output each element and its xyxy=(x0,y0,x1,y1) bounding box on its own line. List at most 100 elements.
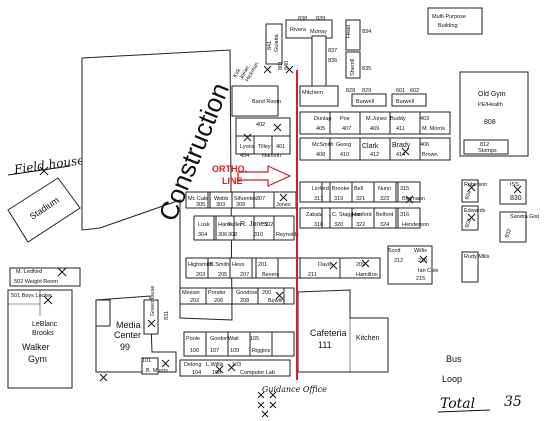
room-label: Buddy xyxy=(390,116,406,122)
x-mark xyxy=(147,319,156,328)
room-label: 304 xyxy=(198,232,207,238)
room-label: Hamilton xyxy=(356,272,378,278)
x-mark xyxy=(243,133,252,142)
room-box xyxy=(299,181,323,203)
room-label: C. Staggers xyxy=(332,212,361,218)
room-label: Brown xyxy=(422,152,438,158)
x-mark xyxy=(161,359,170,368)
room-label: Delong xyxy=(184,362,201,368)
guidance-office-label: Guidance Office xyxy=(262,385,327,394)
room-label: Hanford xyxy=(352,212,372,218)
m-ledford-label: M. Ledford xyxy=(16,269,42,275)
room-label: 212 xyxy=(394,258,403,264)
room-label: Burwell xyxy=(396,99,414,105)
room-label: 409 xyxy=(370,126,379,132)
room-label: 601 xyxy=(396,88,405,94)
room-label: 308 xyxy=(228,232,237,238)
x-mark xyxy=(405,195,414,204)
room-label: 412 xyxy=(370,152,379,158)
room-label: Bell xyxy=(354,186,363,192)
weight-room-label: 502 Weight Room xyxy=(14,279,58,285)
room-box xyxy=(265,23,283,65)
room-box xyxy=(419,137,451,161)
x-mark xyxy=(329,261,338,270)
room-box xyxy=(257,287,285,305)
room-label: 401 xyxy=(276,144,285,150)
room-label: McSmith xyxy=(312,142,333,148)
total-underline xyxy=(437,409,491,413)
room-label: Brooke xyxy=(332,186,349,192)
room-box xyxy=(461,205,479,231)
room-label: 404 xyxy=(240,153,249,159)
room-label: 309 xyxy=(236,202,245,208)
room-label: Harris xyxy=(218,222,233,228)
room-label: Scott xyxy=(388,248,401,254)
room-box xyxy=(193,215,215,241)
room-label: Gordon xyxy=(210,336,228,342)
room-label: 801 xyxy=(278,61,284,70)
room-label: ISS xyxy=(510,182,519,188)
room-box xyxy=(229,257,253,279)
room-label: 837 xyxy=(328,48,337,54)
room-label: Highsmith xyxy=(188,262,212,268)
room-label: Bleimann xyxy=(402,196,425,202)
x-mark xyxy=(361,259,370,268)
room-label: Robinson xyxy=(464,182,487,188)
walker-label: Walker xyxy=(22,342,50,352)
room-label: 828 xyxy=(346,88,355,94)
room-label: 209 xyxy=(356,262,365,268)
center-label: Center xyxy=(114,330,141,340)
room-label: 402 xyxy=(256,122,265,128)
room-label: 318 xyxy=(314,222,323,228)
room-label: Rudy Mills xyxy=(464,254,490,260)
room-label: 405 xyxy=(316,126,325,132)
room-label: 410 xyxy=(340,152,349,158)
room-label: Riggins xyxy=(252,348,271,354)
room-label: 836 xyxy=(328,58,337,64)
room-label: 832 xyxy=(504,228,513,239)
room-label: Messer xyxy=(182,290,200,296)
room-label: 317 xyxy=(314,196,323,202)
walker-gym-building: 501 Boys Locker LeBlanc Brooks Walker Gy… xyxy=(7,289,73,389)
room-label: 105 xyxy=(250,336,259,342)
room-box xyxy=(387,245,433,285)
x-mark xyxy=(273,123,282,132)
x-mark xyxy=(227,363,236,372)
room-label: Reynolds xyxy=(276,232,299,238)
room-box xyxy=(299,207,323,229)
x-mark xyxy=(99,373,108,382)
ortho-arrow xyxy=(237,165,292,187)
room-label: Webb xyxy=(214,196,228,202)
room-label: Hanson xyxy=(262,153,281,159)
room-label: Sifuentes xyxy=(234,196,257,202)
room-label: Rivera xyxy=(290,27,307,33)
room-label: 215 xyxy=(416,276,425,282)
multi-purpose-building: Multi-Purpose Building xyxy=(427,7,483,35)
room-label: 414 xyxy=(396,152,405,158)
room-808-label: 808 xyxy=(484,119,496,126)
old-gym-building: Old Gym PE/Health 808 812 Stomps xyxy=(459,71,529,157)
room-label: Davis xyxy=(318,262,332,268)
room-box xyxy=(351,93,387,107)
guidance-x-marks xyxy=(257,391,277,418)
room-label: Willis xyxy=(414,248,427,254)
room-label: 206 xyxy=(214,298,223,304)
room-label: 831 xyxy=(164,311,170,320)
room-label: 107 xyxy=(210,348,219,354)
room-label: Brady xyxy=(392,142,411,149)
room-label: Poe xyxy=(340,116,350,122)
brooks-label: Brooks xyxy=(32,330,54,337)
room-label: Nunn xyxy=(378,186,391,192)
room-box xyxy=(499,211,527,243)
room-label: 306 xyxy=(218,232,227,238)
gym-label: Gym xyxy=(28,354,47,364)
weight-room-building: M. Ledford 502 Weight Room xyxy=(9,267,81,287)
room-label: Bevers xyxy=(262,272,279,278)
room-box xyxy=(285,19,333,39)
room-label: 322 xyxy=(356,222,365,228)
room-label: 321 xyxy=(356,196,365,202)
room-box xyxy=(339,257,381,279)
room-box xyxy=(299,85,339,107)
room-label: 316 xyxy=(400,212,409,218)
